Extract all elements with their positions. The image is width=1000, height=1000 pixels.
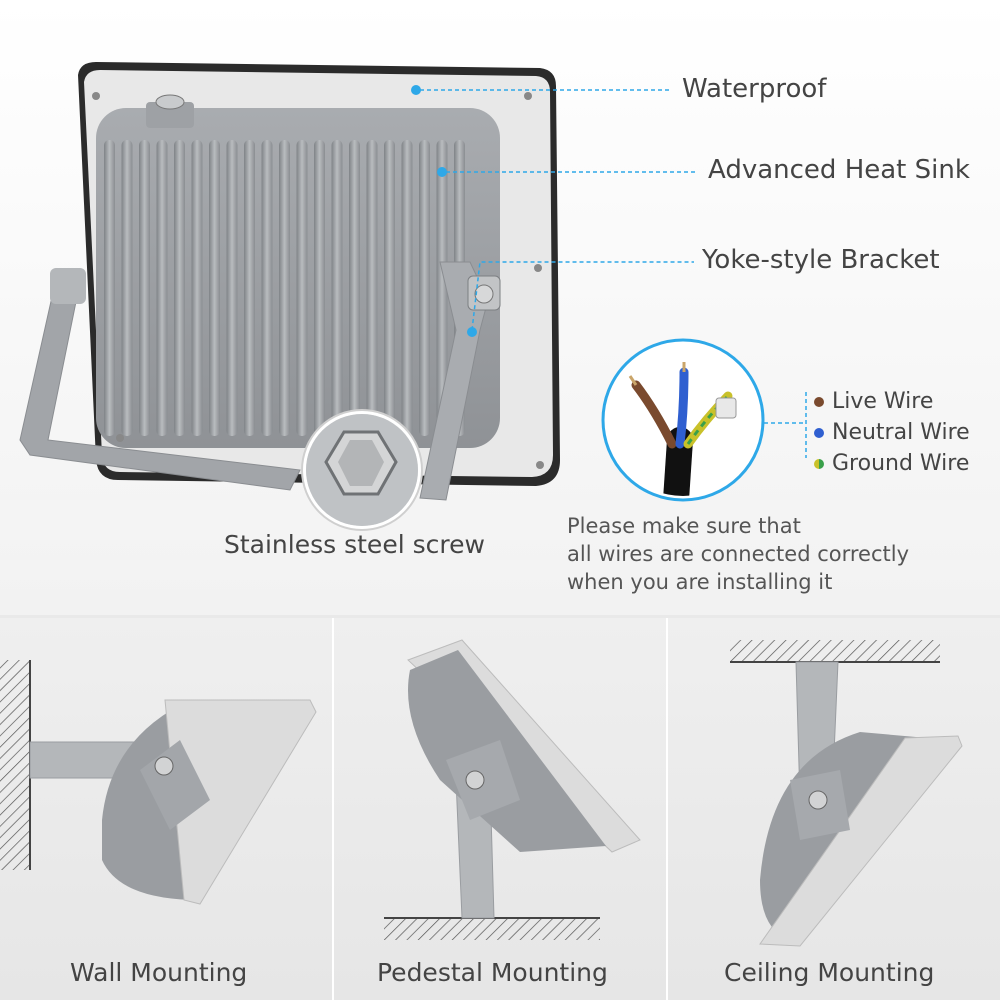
heat-sink-fin [139, 140, 150, 436]
panel-divider [332, 618, 334, 1000]
waterproof-label: Waterproof [682, 74, 827, 104]
heat-sink-fin [174, 140, 185, 436]
neutral-wire-label: Neutral Wire [832, 420, 970, 445]
note-line: when you are installing it [567, 570, 833, 594]
heat-sink-fin [349, 140, 360, 436]
callout-lines [411, 85, 807, 458]
live-wire-dot [814, 396, 824, 407]
heat-sink-label: Advanced Heat Sink [708, 155, 970, 185]
heat-sink-fin [244, 140, 255, 436]
screw-label: Stainless steel screw [224, 530, 485, 559]
ground-wire-dot [814, 458, 824, 469]
screw-zoom-circle [301, 409, 423, 531]
wire-zoom-circle [601, 338, 765, 502]
heat-sink-fin [209, 140, 220, 436]
heat-sink-fin [279, 140, 290, 436]
ceiling-mounting-image [730, 640, 963, 947]
neutral-wire-dot [814, 427, 824, 438]
heat-sink-fin [419, 140, 430, 436]
heat-sink-fin [331, 140, 343, 436]
heat-sink-fin [191, 140, 203, 436]
live-wire-label: Live Wire [832, 389, 934, 414]
heat-sink-fin [296, 140, 308, 436]
note-line: all wires are connected correctly [567, 542, 909, 566]
wall-mounting-label: Wall Mounting [70, 958, 248, 987]
ground-wire-label: Ground Wire [832, 451, 970, 476]
wire-legend-item: Neutral Wire [814, 417, 970, 448]
wire-legend-item: Live Wire [814, 386, 970, 417]
heat-sink-fin [384, 140, 395, 436]
heat-sink-fin [314, 140, 325, 436]
heat-sink-fin [156, 140, 168, 436]
heat-sink-fin [436, 140, 448, 436]
heat-sink-fin [261, 140, 273, 436]
heat-sink-fin [401, 140, 413, 436]
bracket-label: Yoke-style Bracket [702, 245, 940, 275]
note-line: Please make sure that [567, 514, 801, 538]
heat-sink-fin [104, 140, 115, 436]
pedestal-mounting-label: Pedestal Mounting [377, 958, 608, 987]
pedestal-mounting-image [384, 639, 641, 940]
ceiling-mounting-label: Ceiling Mounting [724, 958, 935, 987]
wire-legend-item: Ground Wire [814, 448, 970, 479]
heat-sink-fin [121, 140, 133, 436]
heat-sink-fin [366, 140, 378, 436]
wall-mounting-image [0, 660, 317, 905]
panel-divider [666, 618, 668, 1000]
floodlight-back-image [19, 62, 560, 501]
heat-sink-fin [226, 140, 238, 436]
installation-note: Please make sure that all wires are conn… [567, 512, 909, 596]
wire-legend: Live Wire Neutral Wire Ground Wire [814, 386, 970, 479]
